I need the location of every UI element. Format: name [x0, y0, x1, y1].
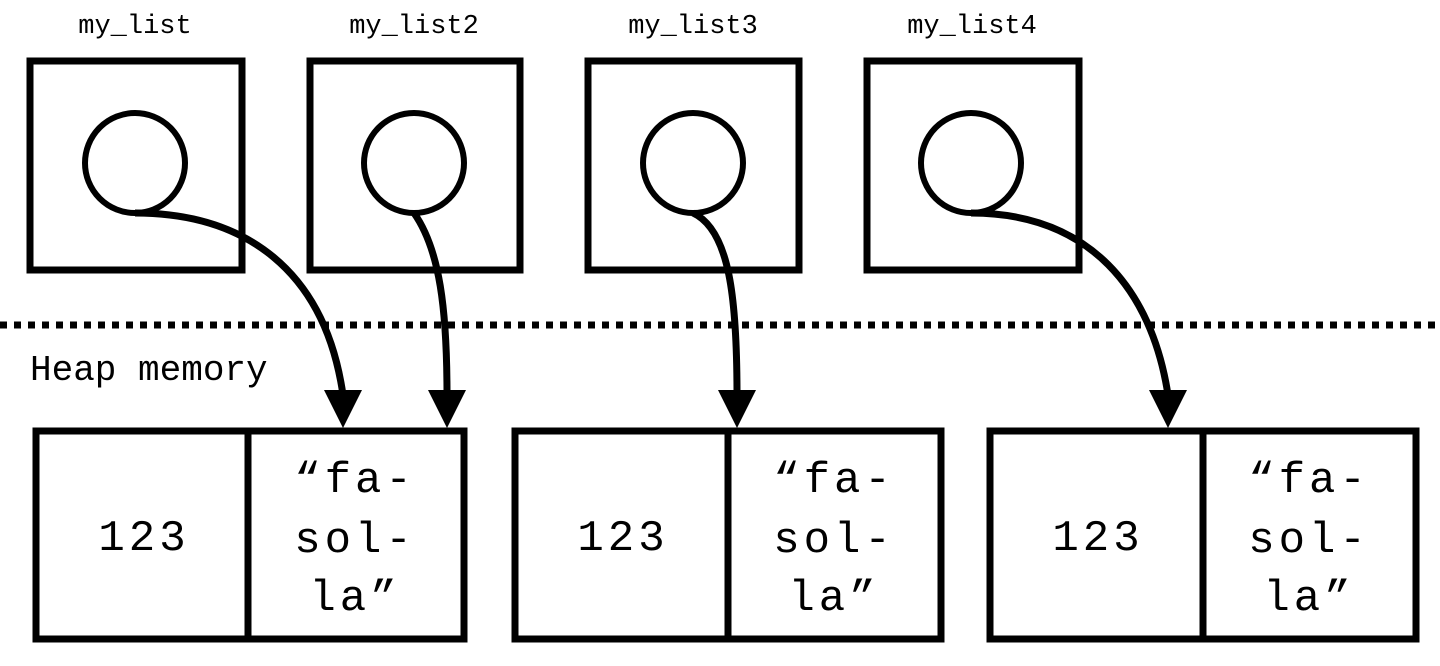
- variable-my-list2: my_list2: [306, 12, 524, 274]
- number-cell-value: 123: [1052, 514, 1143, 564]
- arrow-line: [970, 209, 1172, 396]
- string-cell-line-3: la”: [309, 574, 400, 624]
- reference-arrow-my-list2: [411, 210, 466, 428]
- arrow-head: [324, 390, 362, 428]
- variable-my-list3: my_list3: [584, 12, 803, 274]
- string-cell-line-2: sol-: [773, 516, 895, 566]
- number-cell-value: 123: [98, 514, 189, 564]
- reference-circle: [640, 110, 746, 216]
- reference-circle: [918, 110, 1024, 216]
- reference-arrow-my-list: [134, 209, 362, 428]
- variable-label: my_list2: [349, 12, 479, 42]
- heap-object-2: 123 “fa- sol- la”: [511, 427, 945, 643]
- heap-memory-label: Heap memory: [30, 350, 268, 391]
- string-cell-line-3: la”: [788, 574, 879, 624]
- string-cell-line-1: “fa-: [294, 456, 416, 506]
- reference-arrow-my-list4: [970, 209, 1187, 428]
- arrow-line: [691, 209, 741, 396]
- arrow-head: [718, 390, 756, 428]
- variable-label: my_list4: [907, 12, 1037, 42]
- arrow-head: [428, 390, 466, 428]
- string-cell-line-2: sol-: [1248, 516, 1370, 566]
- string-cell-line-1: “fa-: [1248, 456, 1370, 506]
- string-cell-line-3: la”: [1263, 574, 1354, 624]
- arrow-line: [134, 209, 347, 396]
- variable-my-list4: my_list4: [863, 12, 1083, 274]
- arrow-line: [411, 210, 451, 396]
- string-cell-line-1: “fa-: [773, 456, 895, 506]
- arrow-head: [1149, 390, 1187, 428]
- reference-circle: [361, 110, 467, 216]
- string-cell-line-2: sol-: [294, 516, 416, 566]
- variable-my-list: my_list: [26, 12, 246, 274]
- reference-arrow-my-list3: [691, 209, 756, 428]
- variable-label: my_list3: [628, 12, 758, 42]
- heap-object-3: 123 “fa- sol- la”: [986, 427, 1420, 643]
- heap-object-1: 123 “fa- sol- la”: [32, 427, 468, 643]
- number-cell-value: 123: [577, 514, 668, 564]
- reference-circle: [82, 110, 188, 216]
- variable-label: my_list: [78, 12, 191, 42]
